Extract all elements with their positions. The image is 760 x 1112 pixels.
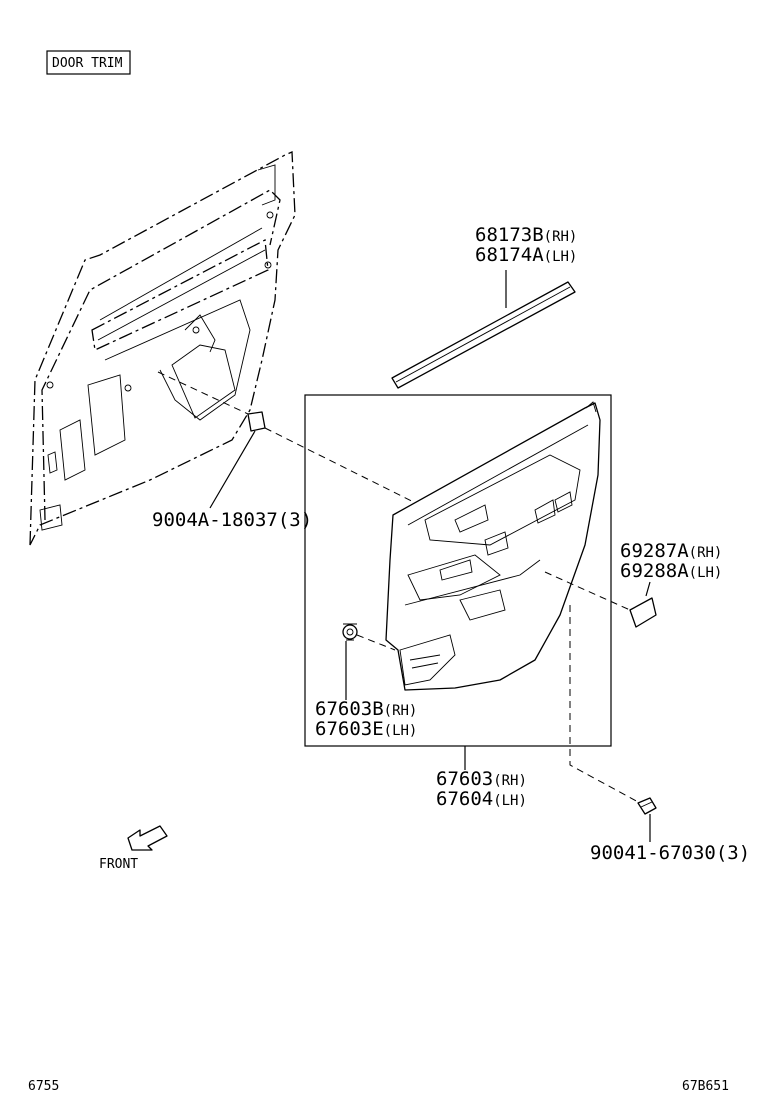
front-indicator: FRONT (99, 825, 168, 872)
front-arrow-icon (127, 825, 168, 851)
svg-text:67603E(LH): 67603E(LH) (315, 718, 417, 740)
retainer-rh-suffix: (RH) (384, 703, 418, 719)
retainer-lh-part: 67603E (315, 718, 384, 740)
svg-text:68173B(RH): 68173B(RH) (475, 224, 577, 246)
panel-lh-suffix: (LH) (493, 793, 527, 809)
retainer-part (342, 623, 396, 700)
weatherstrip-rh-part: 68173B (475, 224, 544, 246)
weatherstrip-rh-suffix: (RH) (544, 229, 578, 245)
cover-part (544, 571, 657, 628)
cover-lh-part: 69288A (620, 560, 689, 582)
screw-part-number: 90041-67030(3) (590, 842, 750, 864)
title-label: DOOR TRIM (52, 56, 123, 71)
callout-clip-a: 9004A-18037(3) (152, 509, 312, 531)
callout-panel: 67603(RH) 67604(LH) (436, 768, 527, 810)
weatherstrip-part (391, 270, 576, 389)
front-label: FRONT (99, 857, 138, 872)
title-box: DOOR TRIM (46, 50, 131, 75)
callout-cover: 69287A(RH) 69288A(LH) (620, 540, 722, 582)
cover-lh-suffix: (LH) (689, 565, 723, 581)
callout-weatherstrip: 68173B(RH) 68174A(LH) (475, 224, 577, 266)
cover-rh-part: 69287A (620, 540, 689, 562)
retainer-lh-suffix: (LH) (384, 723, 418, 739)
svg-text:69287A(RH): 69287A(RH) (620, 540, 722, 562)
panel-lh-part: 67604 (436, 788, 493, 810)
door-shell (29, 151, 296, 546)
svg-text:68174A(LH): 68174A(LH) (475, 244, 577, 266)
footer-right: 67B651 (682, 1079, 729, 1094)
svg-text:67604(LH): 67604(LH) (436, 788, 527, 810)
door-trim-panel (385, 401, 601, 691)
screw-part (569, 605, 657, 842)
callout-retainer: 67603B(RH) 67603E(LH) (315, 698, 417, 740)
footer-left: 6755 (28, 1079, 59, 1094)
panel-rh-suffix: (RH) (493, 773, 527, 789)
svg-text:69288A(LH): 69288A(LH) (620, 560, 722, 582)
panel-frame (304, 394, 612, 747)
panel-rh-part: 67603 (436, 768, 493, 790)
weatherstrip-lh-part: 68174A (475, 244, 544, 266)
svg-text:67603(RH): 67603(RH) (436, 768, 527, 790)
svg-text:67603B(RH): 67603B(RH) (315, 698, 417, 720)
clip-a-part-number: 9004A-18037(3) (152, 509, 312, 531)
weatherstrip-lh-suffix: (LH) (544, 249, 578, 265)
callout-screw: 90041-67030(3) (590, 842, 750, 864)
cover-rh-suffix: (RH) (689, 545, 723, 561)
retainer-rh-part: 67603B (315, 698, 384, 720)
